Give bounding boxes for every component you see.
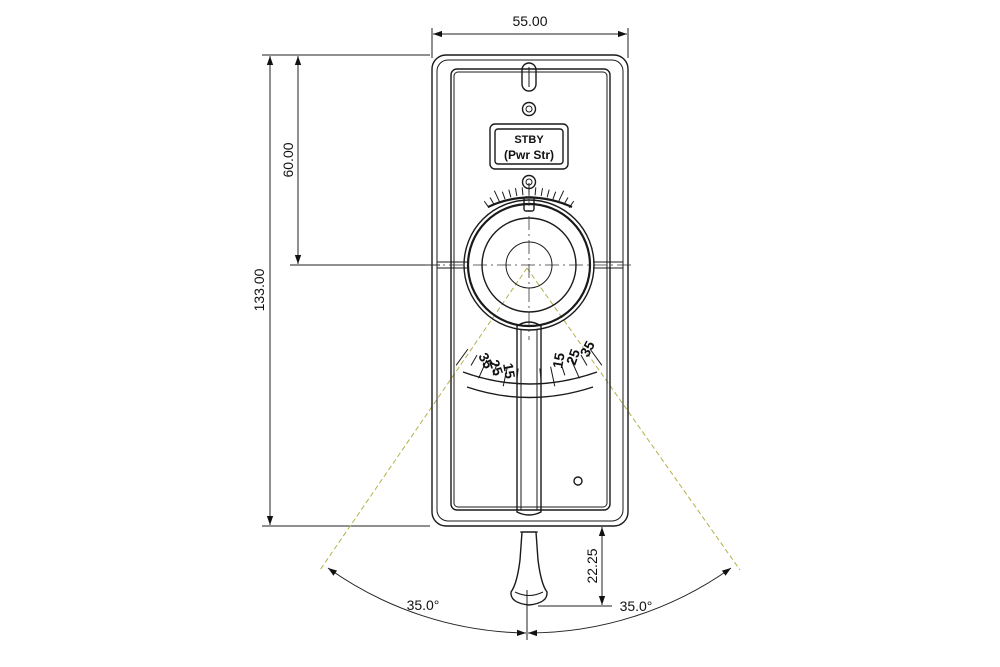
tick-mark bbox=[521, 187, 524, 196]
tick-mark bbox=[502, 366, 508, 387]
scale-right-15: 15 bbox=[549, 351, 567, 369]
scale-left-35: 35 bbox=[475, 350, 497, 371]
handle-length-value: 22.25 bbox=[584, 548, 600, 583]
handle-length-dimension: 22.25 bbox=[532, 525, 612, 607]
pivot-knob[interactable] bbox=[463, 192, 595, 340]
width-dimension: 55.00 bbox=[431, 13, 629, 58]
tick-mark bbox=[570, 359, 580, 379]
scale-right-25: 25 bbox=[563, 347, 583, 367]
tick-mark bbox=[483, 200, 490, 208]
upper-height-value: 60.00 bbox=[280, 142, 296, 177]
lever-grip[interactable] bbox=[510, 531, 548, 606]
tick-mark bbox=[534, 187, 537, 196]
tick-mark bbox=[501, 191, 506, 200]
total-height-dimension: 133.00 bbox=[251, 54, 430, 527]
tick-mark bbox=[550, 366, 556, 387]
tick-mark bbox=[493, 190, 500, 202]
tick-mark bbox=[560, 363, 566, 376]
tick-mark bbox=[455, 348, 469, 366]
label-line-2: (Pwr Str) bbox=[504, 148, 554, 162]
tick-mark bbox=[558, 190, 565, 202]
stby-label-plate: STBY (Pwr Str) bbox=[489, 123, 569, 170]
tick-mark bbox=[546, 189, 550, 198]
upper-height-dimension: 60.00 bbox=[280, 56, 440, 266]
upper-indicator-light bbox=[521, 101, 537, 117]
tick-mark bbox=[514, 188, 518, 197]
tick-mark bbox=[492, 363, 498, 376]
angle-left-value: 35.0° bbox=[407, 597, 440, 613]
upper-tick-marks bbox=[483, 183, 575, 208]
scale-left-15: 15 bbox=[500, 362, 518, 380]
width-dimension-value: 55.00 bbox=[512, 13, 547, 29]
label-line-1: STBY bbox=[514, 134, 544, 146]
tick-mark bbox=[580, 354, 588, 366]
tick-mark bbox=[552, 191, 557, 200]
tick-mark bbox=[563, 197, 569, 205]
steering-lever[interactable] bbox=[516, 321, 542, 516]
scale-right-35: 35 bbox=[577, 338, 599, 359]
rudder-angle-scale: 35 25 15 15 25 35 bbox=[455, 338, 603, 399]
top-slot bbox=[521, 62, 537, 92]
tick-mark bbox=[478, 359, 488, 379]
rudder-tick-marks bbox=[455, 348, 603, 387]
tick-mark bbox=[568, 200, 575, 208]
tick-mark bbox=[540, 188, 544, 197]
total-height-value: 133.00 bbox=[251, 268, 267, 311]
tick-mark bbox=[470, 354, 478, 366]
mounting-hole bbox=[573, 476, 583, 486]
tick-mark bbox=[589, 348, 603, 366]
scale-left-25: 25 bbox=[486, 358, 506, 378]
control-panel bbox=[425, 54, 632, 527]
angle-right-value: 35.0° bbox=[620, 598, 653, 614]
swing-angle-lines: 35.0° 35.0° bbox=[319, 267, 741, 640]
tick-mark bbox=[508, 189, 512, 198]
tick-mark bbox=[489, 197, 495, 205]
upper-tick-scale bbox=[483, 183, 575, 212]
